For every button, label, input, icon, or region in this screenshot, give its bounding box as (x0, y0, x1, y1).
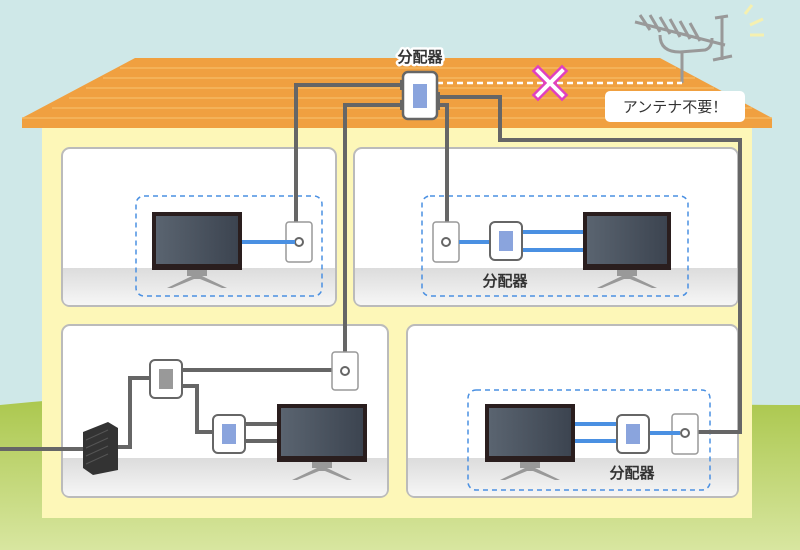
room-1-tv-group (135, 195, 323, 297)
coax-cables (0, 83, 742, 451)
room-4-tv-group (467, 389, 711, 491)
wall-outlet-icon (432, 221, 460, 263)
tv-icon (277, 404, 367, 480)
room-4-splitter-label: 分配器 (609, 464, 655, 482)
tv-icon (152, 212, 242, 288)
room-3-splitter (212, 414, 246, 454)
top-splitter-label-outline: 分配器 (397, 48, 443, 66)
room-4-splitter (616, 414, 650, 454)
tv-cables (242, 230, 680, 443)
room-3-splitter-gray (149, 359, 183, 399)
top-splitter-label: 分配器 (397, 48, 443, 66)
antenna-not-needed-callout: アンテナ不要！ (605, 91, 745, 122)
room-2 (353, 147, 739, 307)
top-splitter (400, 70, 440, 121)
antenna-not-needed-text: アンテナ不要！ (623, 98, 727, 116)
room-2-splitter-label: 分配器 (482, 272, 528, 290)
antenna-icon (634, 14, 733, 83)
cross-icon (531, 64, 569, 102)
shine-marks (743, 4, 764, 37)
wall-outlet-icon (331, 351, 359, 391)
wall-outlet-icon (285, 221, 313, 263)
router-icon (83, 422, 118, 475)
tv-icon (485, 404, 575, 480)
room-2-splitter (489, 221, 523, 261)
tv-icon (583, 212, 671, 288)
